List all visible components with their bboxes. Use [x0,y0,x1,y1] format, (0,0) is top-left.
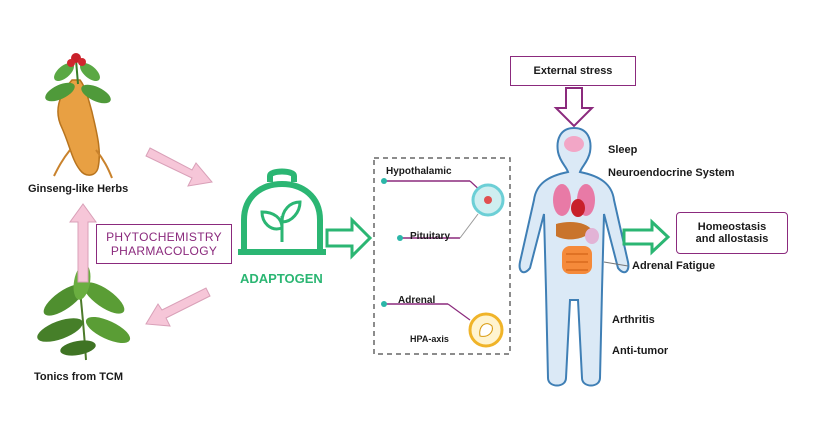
phytochemistry-pharmacology-box: PHYTOCHEMISTRY PHARMACOLOGY [96,224,232,264]
hypothalamic-label: Hypothalamic [386,166,452,177]
pink-arrows [69,147,213,327]
arthritis-label: Arthritis [612,314,655,326]
phytochemistry-label: PHYTOCHEMISTRY [106,230,222,244]
homeostasis-box: Homeostasis and allostasis [676,212,788,254]
human-body-illustration [518,126,630,387]
adaptogen-icon [238,168,326,255]
adrenal-fatigue-label: Adrenal Fatigue [632,260,716,272]
adrenal-label: Adrenal [398,295,436,306]
allostasis-label: and allostasis [695,233,769,245]
ginseng-illustration [45,53,113,179]
adaptogen-label: ADAPTOGEN [240,271,323,286]
external-stress-label: External stress [533,65,613,77]
pituitary-label: Pituitary [410,231,451,242]
hpa-panel-border [373,157,511,355]
stress-down-arrow [553,87,595,128]
external-stress-box: External stress [510,56,636,86]
ginseng-herbs-label: Ginseng-like Herbs [28,183,129,195]
sleep-label: Sleep [608,144,638,156]
pharmacology-label: PHARMACOLOGY [110,244,218,258]
neuroendocrine-label: Neuroendocrine System [608,167,735,179]
tcm-tonics-label: Tonics from TCM [34,371,124,383]
green-arrow-to-outcome [622,218,671,256]
homeostasis-label: Homeostasis [697,221,767,233]
green-arrow-to-hpa [325,216,373,260]
hpa-axis-label: HPA-axis [410,334,449,344]
anti-tumor-label: Anti-tumor [612,345,669,357]
